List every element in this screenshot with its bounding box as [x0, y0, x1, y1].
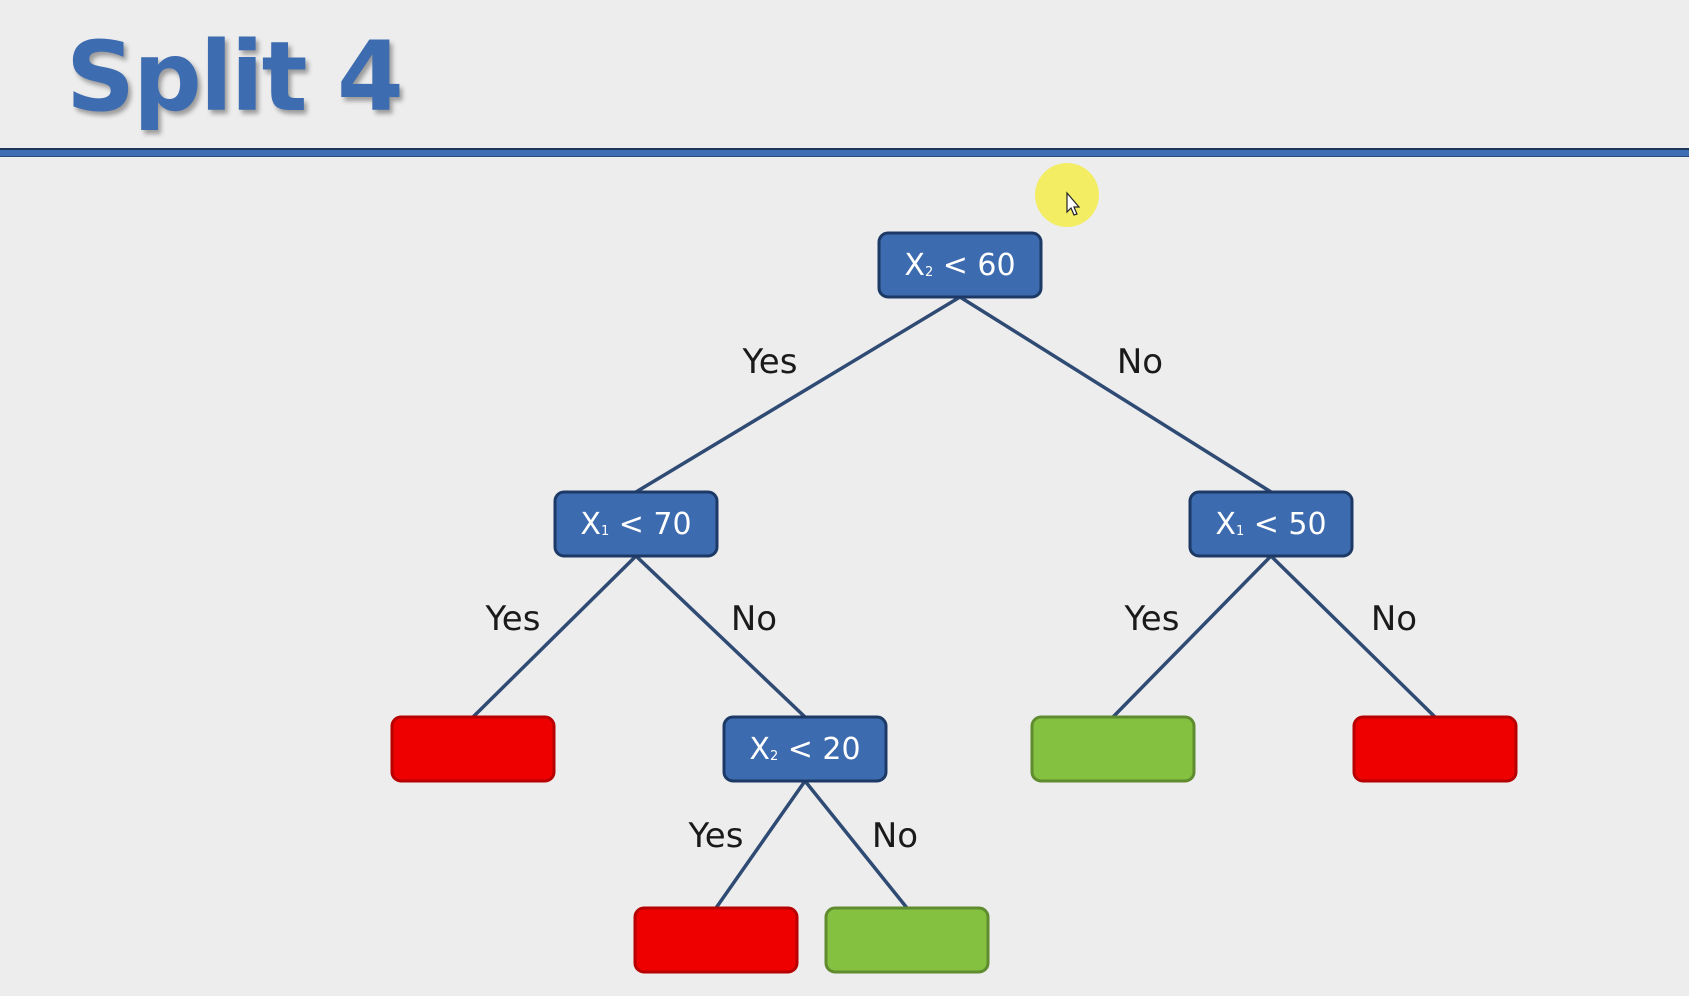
title-divider [0, 148, 1689, 157]
condition-threshold: < 70 [609, 507, 691, 542]
variable-subscript: 1 [1236, 524, 1244, 539]
node-leaf-mid-no [824, 906, 990, 974]
cursor [1035, 163, 1099, 227]
condition-label-mid: X2 < 20 [749, 732, 860, 767]
edge-label-root-to-right: No [1117, 342, 1163, 382]
node-leaf-left-yes [390, 715, 556, 783]
leaf-box-leaf-right-no [1352, 715, 1518, 783]
slide-title: Split 4 [66, 21, 404, 133]
edge-label-right-to-leaf-right-no: No [1371, 599, 1417, 639]
edge-label-right-to-leaf-right-yes: Yes [1124, 599, 1180, 639]
edge-mid-to-leaf-mid-yes [714, 779, 807, 910]
variable-subscript: 2 [925, 265, 933, 280]
condition-label-root: X2 < 60 [904, 248, 1015, 283]
leaf-box-leaf-right-yes [1030, 715, 1196, 783]
condition-threshold: < 20 [778, 732, 860, 767]
node-mid: X2 < 20 [722, 715, 888, 783]
condition-threshold: < 50 [1244, 507, 1326, 542]
edge-label-mid-to-leaf-mid-no: No [872, 816, 918, 856]
variable-letter: X [749, 732, 770, 767]
variable-subscript: 2 [770, 749, 778, 764]
variable-letter: X [1215, 507, 1236, 542]
node-right: X1 < 50 [1188, 490, 1354, 558]
decision-box-root [877, 231, 1043, 299]
edge-label-left-to-mid: No [731, 599, 777, 639]
condition-label-right: X1 < 50 [1215, 507, 1326, 542]
edge-label-root-to-left: Yes [742, 342, 798, 382]
edge-root-to-right [959, 295, 1272, 494]
node-left: X1 < 70 [553, 490, 719, 558]
edge-label-mid-to-leaf-mid-yes: Yes [688, 816, 744, 856]
edge-root-to-left [635, 295, 961, 494]
variable-subscript: 1 [601, 524, 609, 539]
edges-layer [471, 295, 1437, 910]
condition-threshold: < 60 [933, 248, 1015, 283]
edge-left-to-mid [634, 554, 807, 719]
node-root: X2 < 60 [877, 231, 1043, 299]
node-leaf-right-no [1352, 715, 1518, 783]
leaf-box-leaf-left-yes [390, 715, 556, 783]
variable-letter: X [904, 248, 925, 283]
pointer-icon [1066, 191, 1081, 216]
edge-right-to-leaf-right-no [1269, 554, 1437, 719]
leaf-box-leaf-mid-no [824, 906, 990, 974]
leaf-box-leaf-mid-yes [633, 906, 799, 974]
node-leaf-mid-yes [633, 906, 799, 974]
edge-label-left-to-leaf-left-yes: Yes [485, 599, 541, 639]
node-leaf-right-yes [1030, 715, 1196, 783]
condition-label-left: X1 < 70 [580, 507, 691, 542]
edge-right-to-leaf-right-yes [1111, 554, 1273, 719]
variable-letter: X [580, 507, 601, 542]
edge-left-to-leaf-left-yes [471, 554, 638, 719]
edge-mid-to-leaf-mid-no [803, 779, 909, 910]
decision-box-mid [722, 715, 888, 783]
decision-box-left [553, 490, 719, 558]
decision-box-right [1188, 490, 1354, 558]
